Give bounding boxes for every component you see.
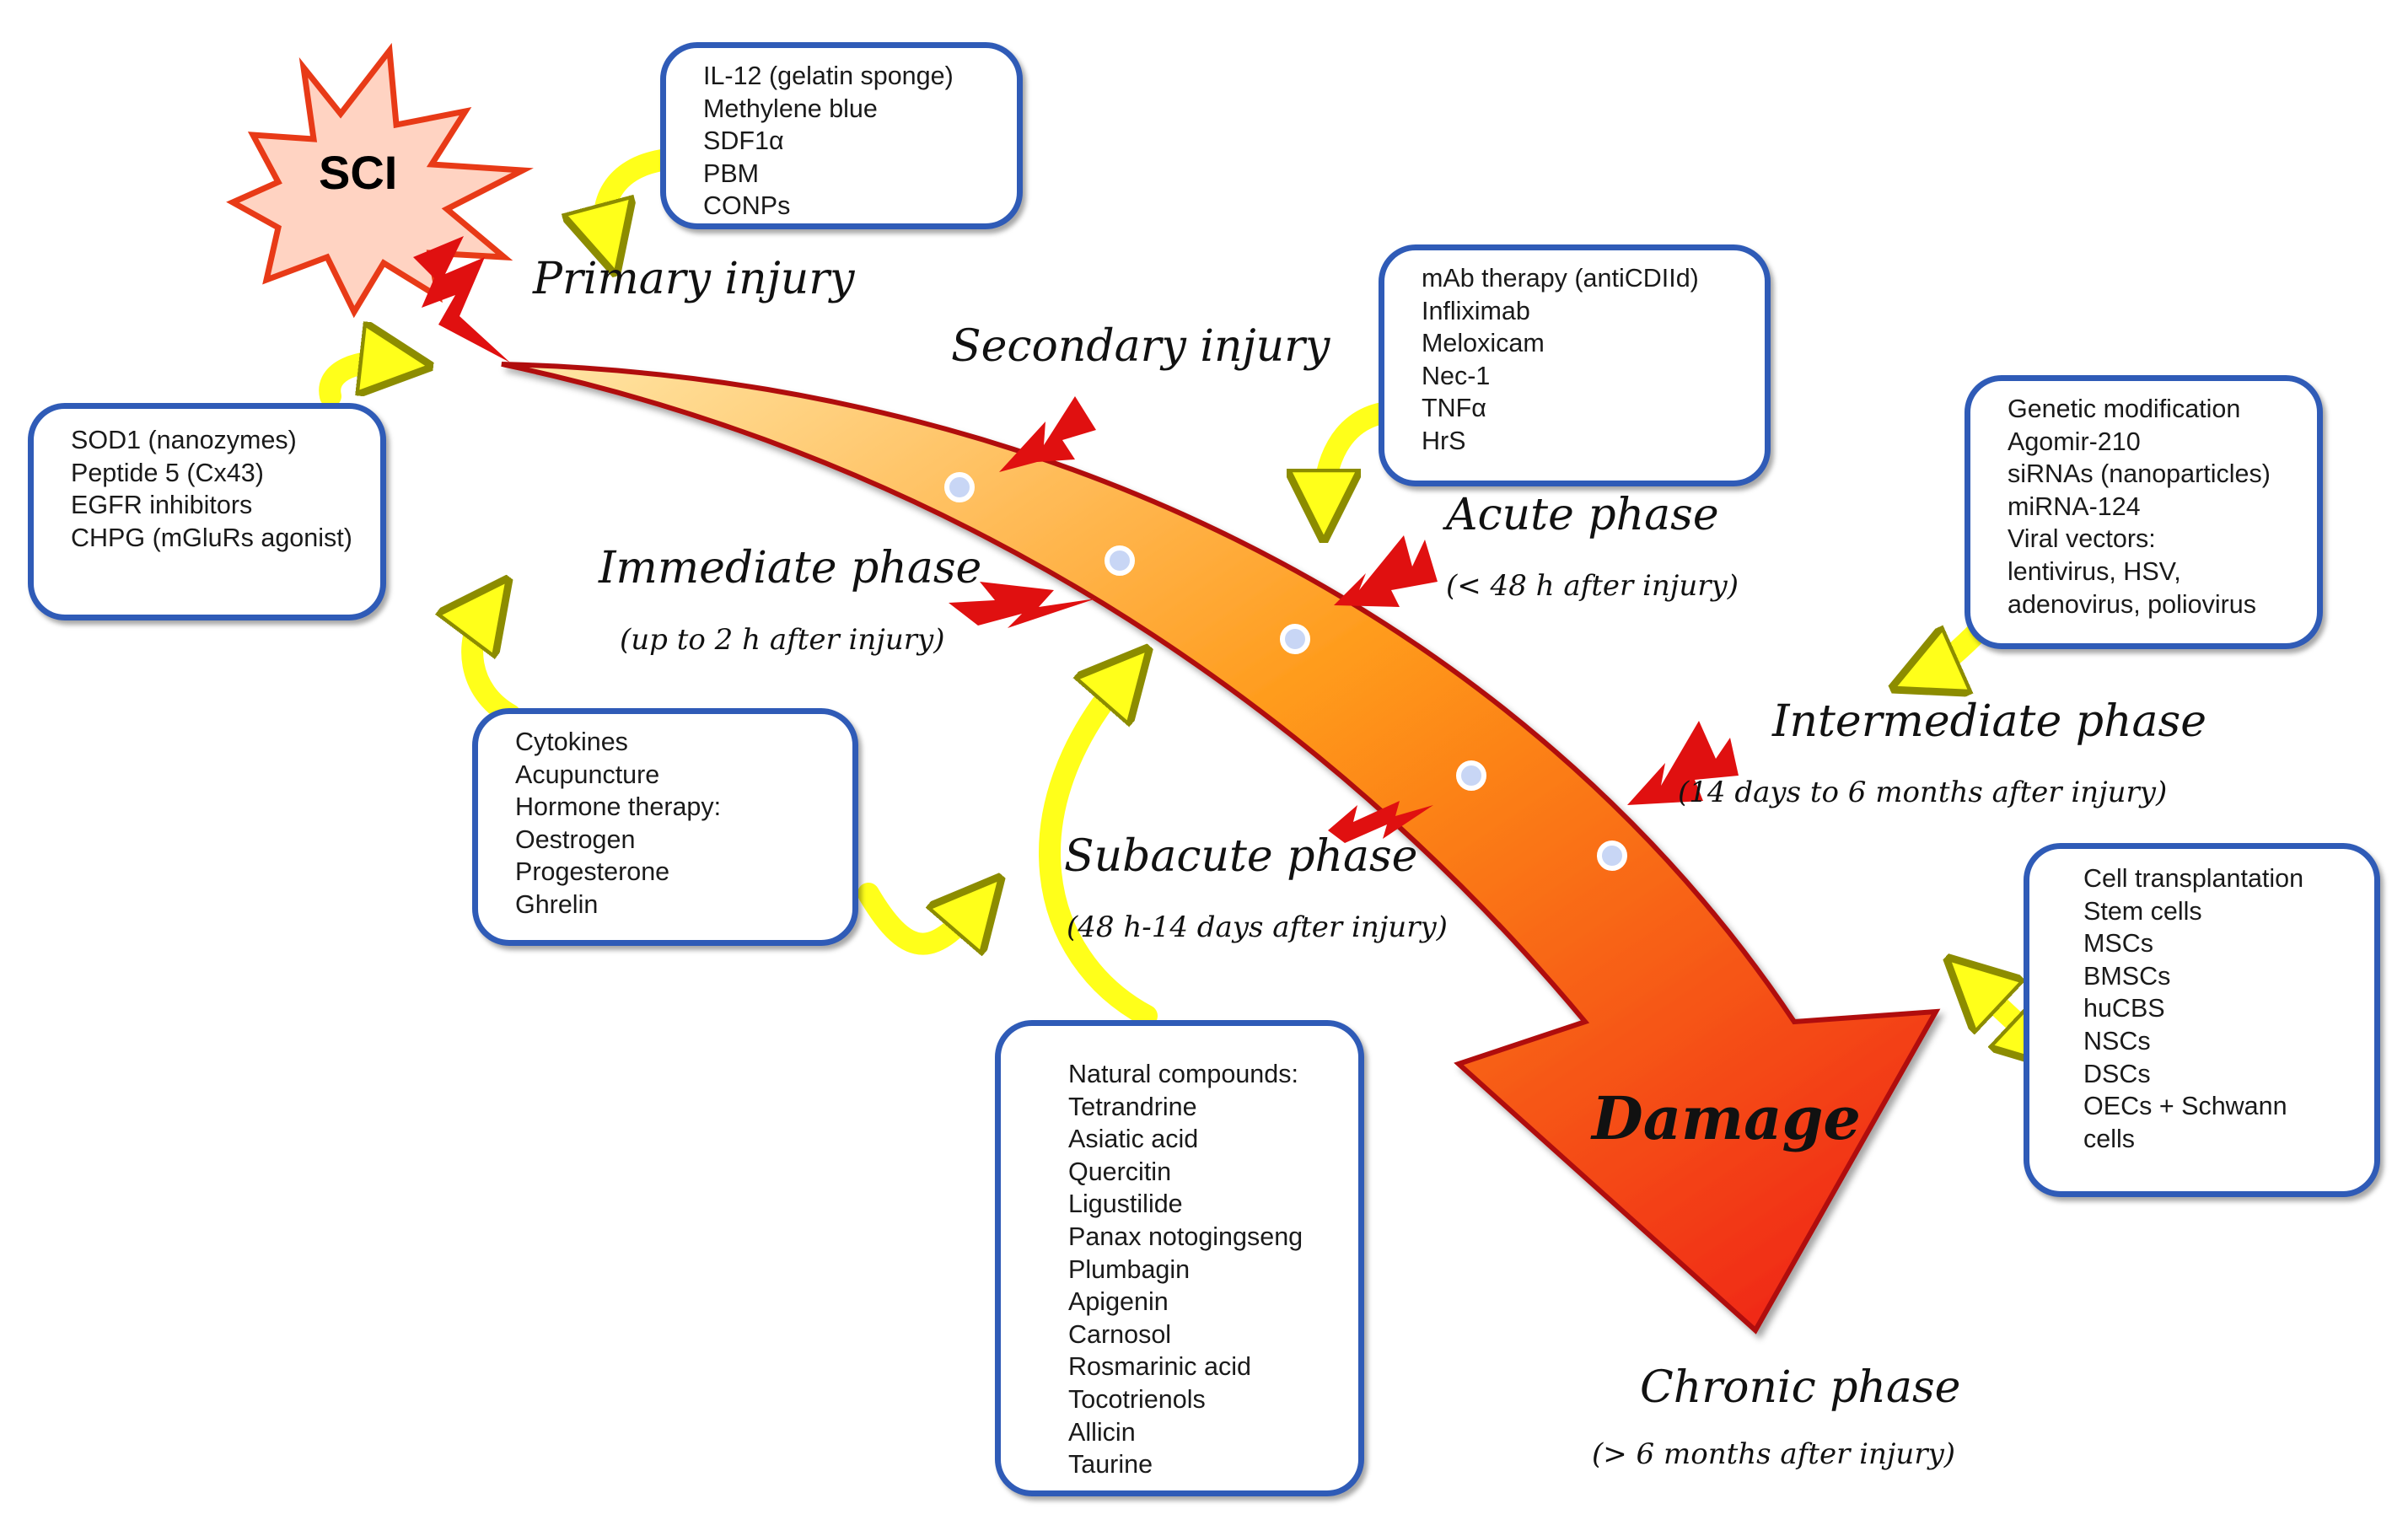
primary-therapies-box: IL-12 (gelatin sponge) Methylene blue SD… [660, 42, 1023, 229]
list-item: OECs + Schwann [2083, 1092, 2287, 1121]
list-item: Asiatic acid [1068, 1125, 1199, 1154]
list-item: BMSCs [2083, 961, 2171, 991]
list-item: Oestrogen [515, 824, 636, 854]
list-item: Plumbagin [1068, 1254, 1191, 1284]
bolt-intermediate-icon [1627, 721, 1739, 805]
list-item: Apigenin [1068, 1287, 1169, 1317]
primary-injury-title: Primary injury [533, 254, 855, 304]
list-item: Ghrelin [515, 889, 599, 919]
list-item: Agomir-210 [2008, 427, 2141, 456]
list-item: Genetic modification [2008, 395, 2241, 423]
list-item: Stem cells [2083, 896, 2202, 926]
list-item: Carnosol [1068, 1319, 1172, 1349]
list-item: mAb therapy (antiCDIId) [1422, 264, 1699, 293]
list-item: miRNA-124 [2008, 491, 2141, 521]
list-item: MSCs [2083, 929, 2154, 959]
list-item: HrS [1422, 426, 1466, 455]
chronic-phase-title: Chronic phase [1640, 1362, 1961, 1413]
callout-intermediate-arrow [1924, 621, 1988, 674]
immediate-phase-title: Immediate phase [599, 543, 982, 593]
list-item: siRNAs (nanoparticles) [2008, 459, 2271, 489]
list-item: IL-12 (gelatin sponge) [703, 62, 954, 90]
list-item: Cytokines [515, 728, 628, 756]
node-intermediate [1597, 841, 1627, 871]
chronic-phase-sub: (> 6 months after injury) [1592, 1437, 1956, 1471]
intermediate-therapies-box: Genetic modification Agomir-210 siRNAs (… [1965, 375, 2323, 649]
list-item: Allicin [1068, 1417, 1136, 1447]
callout-general-right-arrow [857, 894, 978, 944]
list-item: Tetrandrine [1068, 1092, 1197, 1121]
list-item: Quercitin [1068, 1157, 1172, 1186]
list-item: Panax notogingseng [1068, 1222, 1303, 1251]
sci-label: SCI [319, 146, 398, 199]
list-item: CHPG (mGluRs agonist) [71, 523, 352, 552]
callout-acute-arrow [1324, 402, 1394, 506]
subacute-phase-sub: (48 h-14 days after injury) [1067, 910, 1448, 944]
subacute-therapies-box: Natural compounds: Tetrandrine Asiatic a… [995, 1020, 1364, 1496]
bolt-immediate-icon [949, 582, 1096, 628]
list-item: Natural compounds: [1068, 1060, 1298, 1088]
list-item: Hormone therapy: [515, 792, 722, 822]
list-item: CONPs [703, 191, 791, 221]
secondary-injury-title: Secondary injury [951, 321, 1330, 372]
bolt-primary-icon [413, 236, 510, 363]
list-item: Infliximab [1422, 296, 1530, 325]
list-item: Methylene blue [703, 94, 878, 123]
node-secondary [944, 472, 975, 502]
acute-therapies-box: mAb therapy (antiCDIId) Infliximab Melox… [1379, 244, 1771, 486]
damage-label: Damage [1592, 1083, 1861, 1153]
bolt-acute-icon [1334, 535, 1438, 607]
arrow-nodes [944, 472, 1627, 871]
list-item: huCBS [2083, 994, 2165, 1023]
intermediate-phase-sub: (14 days to 6 months after injury) [1678, 776, 2168, 809]
list-item: EGFR inhibitors [71, 491, 253, 520]
node-immediate [1105, 545, 1135, 576]
intermediate-phase-title: Intermediate phase [1772, 696, 2206, 747]
general-therapies-box: Cytokines Acupuncture Hormone therapy: O… [472, 708, 858, 946]
callout-subacute-arrow [1039, 674, 1158, 1027]
list-item: TNFα [1422, 394, 1486, 423]
list-item: SOD1 (nanozymes) [71, 426, 297, 454]
acute-phase-title: Acute phase [1446, 490, 1719, 540]
immediate-phase-sub: (up to 2 h after injury) [620, 623, 945, 657]
subacute-phase-title: Subacute phase [1064, 831, 1418, 882]
list-item: Taurine [1068, 1450, 1153, 1480]
callout-immediate-arrow [319, 362, 396, 407]
node-subacute [1456, 760, 1486, 791]
list-item: DSCs [2083, 1059, 2151, 1088]
bolt-secondary-icon [999, 396, 1096, 472]
list-item: Acupuncture [515, 760, 660, 789]
bolt-subacute-icon [1328, 801, 1433, 843]
immediate-therapies-box: SOD1 (nanozymes) Peptide 5 (Cx43) EGFR i… [28, 403, 386, 620]
list-item: Nec-1 [1422, 361, 1491, 390]
list-item: Progesterone [515, 857, 670, 887]
chronic-therapies-box: Cell transplantation Stem cells MSCs BMS… [2024, 843, 2380, 1197]
acute-phase-sub: (< 48 h after injury) [1446, 569, 1739, 603]
list-item: Meloxicam [1422, 329, 1545, 358]
list-item: Peptide 5 (Cx43) [71, 458, 264, 487]
list-item: NSCs [2083, 1026, 2151, 1055]
lightning-bolts [413, 236, 1739, 843]
list-item: Rosmarinic acid [1068, 1352, 1251, 1382]
list-item: Cell transplantation [2083, 864, 2304, 893]
callout-general-up-arrow [472, 607, 521, 726]
callout-primary-arrow [605, 149, 673, 240]
list-item: Ligustilide [1068, 1190, 1183, 1219]
list-item: cells [2083, 1124, 2136, 1153]
list-item: PBM [703, 158, 760, 188]
node-acute [1280, 624, 1310, 654]
list-item: adenovirus, poliovirus [2008, 589, 2256, 619]
list-item: SDF1α [703, 126, 784, 156]
list-item: Viral vectors: [2008, 524, 2156, 554]
list-item: lentivirus, HSV, [2008, 556, 2181, 586]
list-item: Tocotrienols [1068, 1384, 1206, 1414]
